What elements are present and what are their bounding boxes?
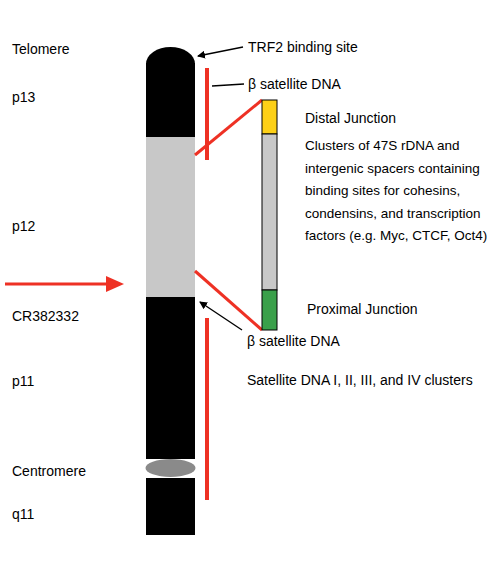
zoom-line (195, 100, 262, 155)
description-text: Clusters of 47S rDNA and intergenic spac… (305, 135, 495, 248)
part-label: β satellite DNA (248, 76, 341, 93)
pointer-arrowhead (106, 276, 124, 292)
leader-line (212, 84, 244, 86)
rdna-segment (262, 134, 277, 290)
proximal-segment (262, 290, 277, 330)
part-label: CR382332 (12, 308, 79, 325)
part-label: p13 (12, 89, 35, 106)
leader-arrow (198, 47, 243, 56)
q11-band (146, 478, 195, 535)
part-label: TRF2 binding site (248, 39, 358, 56)
part-label: p11 (12, 373, 34, 390)
part-label: Telomere (12, 41, 70, 58)
p12-band (146, 137, 195, 298)
centromere-shape (146, 459, 196, 477)
part-label: Satellite DNA I, II, III, and IV cluster… (247, 372, 473, 389)
pointer-arrow (5, 283, 110, 286)
part-label: β satellite DNA (247, 333, 340, 350)
part-label: Proximal Junction (307, 301, 418, 318)
part-label: p12 (12, 218, 35, 235)
part-label: Distal Junction (305, 110, 396, 127)
distal-segment (262, 100, 277, 134)
zoom-line (195, 271, 262, 330)
part-label: Centromere (12, 463, 86, 480)
p13-band (146, 63, 195, 138)
satellite-bar (205, 318, 209, 500)
p11-band (146, 297, 195, 459)
part-label: q11 (12, 506, 34, 523)
leader-arrow (200, 302, 242, 330)
